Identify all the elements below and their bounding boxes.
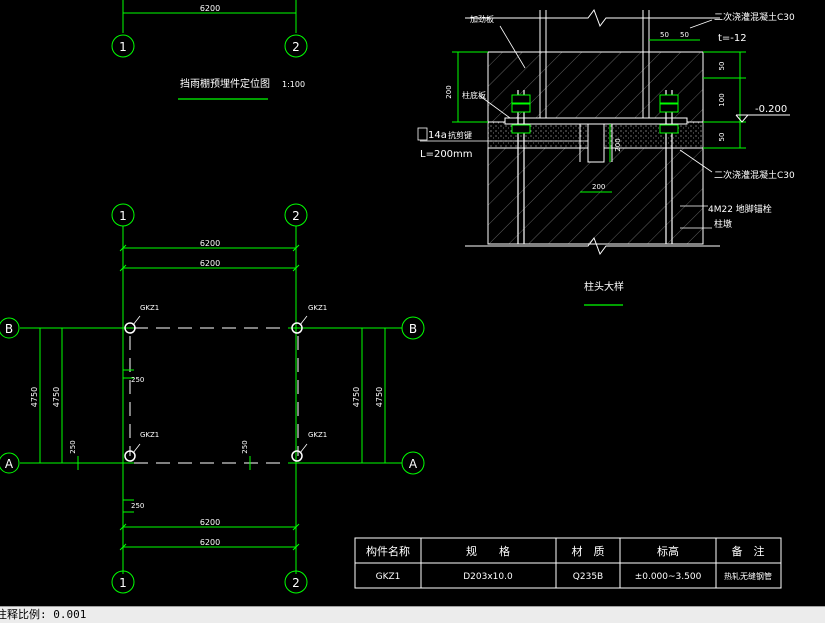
detail-dim-50a: 50 <box>660 31 669 39</box>
table-header-spec: 规 格 <box>466 544 510 558</box>
detail-dim-50d: 50 <box>718 133 726 142</box>
cad-drawing-canvas[interactable]: 6200 1 2 挡雨棚预埋件定位图 1:100 1 2 6200 6200 <box>0 0 825 606</box>
dim-col-offset-2: 250 <box>131 502 144 510</box>
component-table: 构件名称 规 格 材 质 标高 备 注 GKZ1 D203x10.0 Q235B… <box>354 537 782 589</box>
axis-bubble-1-bottom <box>111 570 135 594</box>
embed-point-b1[interactable]: GKZ1 <box>124 304 159 334</box>
axis-bubble-a-right <box>401 451 425 475</box>
detail-dim-200-left: 200 <box>445 85 453 98</box>
axis-label-1-bottom: 1 <box>119 576 127 590</box>
embed-label-b2: GKZ1 <box>308 304 327 312</box>
label-plate-thk: t=-12 <box>718 33 747 44</box>
axis-label-2-top: 2 <box>292 40 300 54</box>
dim-top-2: 6200 <box>200 259 220 268</box>
axis-label-b-left: B <box>5 322 13 336</box>
table-cell-remark: 热轧无缝钢管 <box>724 571 772 581</box>
detail-dim-50c: 50 <box>718 62 726 71</box>
detail-elevation: -0.200 <box>755 104 787 115</box>
detail-dim-100: 100 <box>718 93 726 106</box>
detail-title: 柱头大样 <box>584 280 624 293</box>
table-header-remark: 备 注 <box>732 544 765 558</box>
detail-dim-50b: 50 <box>680 31 689 39</box>
main-plan: 1 2 6200 6200 B A B A <box>0 203 425 594</box>
dim-col-offset-1: 250 <box>131 376 144 384</box>
detail-dim-200b: 200 <box>614 138 622 151</box>
table-cell-elevation: ±0.000~3.500 <box>635 572 702 582</box>
embed-point-a2[interactable]: GKZ1 <box>291 431 327 462</box>
dim-top-1: 6200 <box>200 239 220 248</box>
axis-label-2-bottom: 2 <box>292 576 300 590</box>
dim-left-2: 4750 <box>52 387 61 407</box>
axis-bubble-2-bottom <box>284 570 308 594</box>
axis-label-2: 2 <box>292 209 300 223</box>
axis-label-b-right: B <box>409 322 417 336</box>
dim-mid-offset: 250 <box>241 440 249 453</box>
embed-point-a1[interactable]: GKZ1 <box>124 431 159 462</box>
dim-left-1: 4750 <box>30 387 39 407</box>
plan-scale: 1:100 <box>282 80 305 89</box>
detail-dim-200c: 200 <box>592 183 605 191</box>
axis-bubble-b-left <box>0 317 20 339</box>
label-stiffener: 加劲板 <box>470 14 494 24</box>
axis-bubble-1-top <box>111 34 135 58</box>
dim-right-2: 4750 <box>375 387 384 407</box>
plan-title: 挡雨棚预埋件定位图 <box>180 77 270 90</box>
axis-label-a-left: A <box>5 457 14 471</box>
table-cell-spec: D203x10.0 <box>463 572 513 582</box>
annotation-scale-text: 注释比例: 0.001 <box>0 608 87 621</box>
dim-bottom-1: 6200 <box>200 518 220 527</box>
embed-point-b2[interactable]: GKZ1 <box>291 304 327 334</box>
axis-label-1: 1 <box>119 209 127 223</box>
table-header-elevation: 标高 <box>657 544 679 558</box>
axis-bubble-a-left <box>0 452 20 474</box>
label-pier: 柱墩 <box>714 218 732 230</box>
dim-bottom-2: 6200 <box>200 538 220 547</box>
label-grout-bottom: 二次浇灌混凝土C30 <box>714 169 795 181</box>
axis-label-1-top: 1 <box>119 40 127 54</box>
label-shear-key-len: L=200mm <box>420 149 473 160</box>
axis-label-a-right: A <box>409 457 418 471</box>
table-header-name: 构件名称 <box>366 544 410 558</box>
embed-label-a2: GKZ1 <box>308 431 327 439</box>
status-bar: 注释比例: 0.001 <box>0 606 825 623</box>
axis-bubble-2-top <box>284 34 308 58</box>
axis-bubble-b-right <box>401 316 425 340</box>
embed-label-b1: GKZ1 <box>140 304 159 312</box>
top-dim-span: 6200 <box>200 4 220 13</box>
top-plan-fragment: 6200 1 2 <box>111 0 308 58</box>
table-header-material: 材 质 <box>572 544 605 558</box>
embed-label-a1: GKZ1 <box>140 431 159 439</box>
label-column-base: 柱底板 <box>462 90 486 100</box>
label-shear-key-name: 抗剪键 <box>448 130 472 140</box>
column-head-detail: 200 50 100 50 50 50 200 200 -0.200 加劲板 二… <box>417 8 795 306</box>
table-cell-material: Q235B <box>573 572 603 582</box>
label-grout-top: 二次浇灌混凝土C30 <box>714 11 795 23</box>
table-cell-name: GKZ1 <box>376 572 401 582</box>
label-shear-key-size: 14a <box>428 130 447 141</box>
label-anchor-bolts: 4M22 地脚锚栓 <box>708 203 772 215</box>
dim-right-1: 4750 <box>352 387 361 407</box>
dim-left-offset: 250 <box>69 440 77 453</box>
